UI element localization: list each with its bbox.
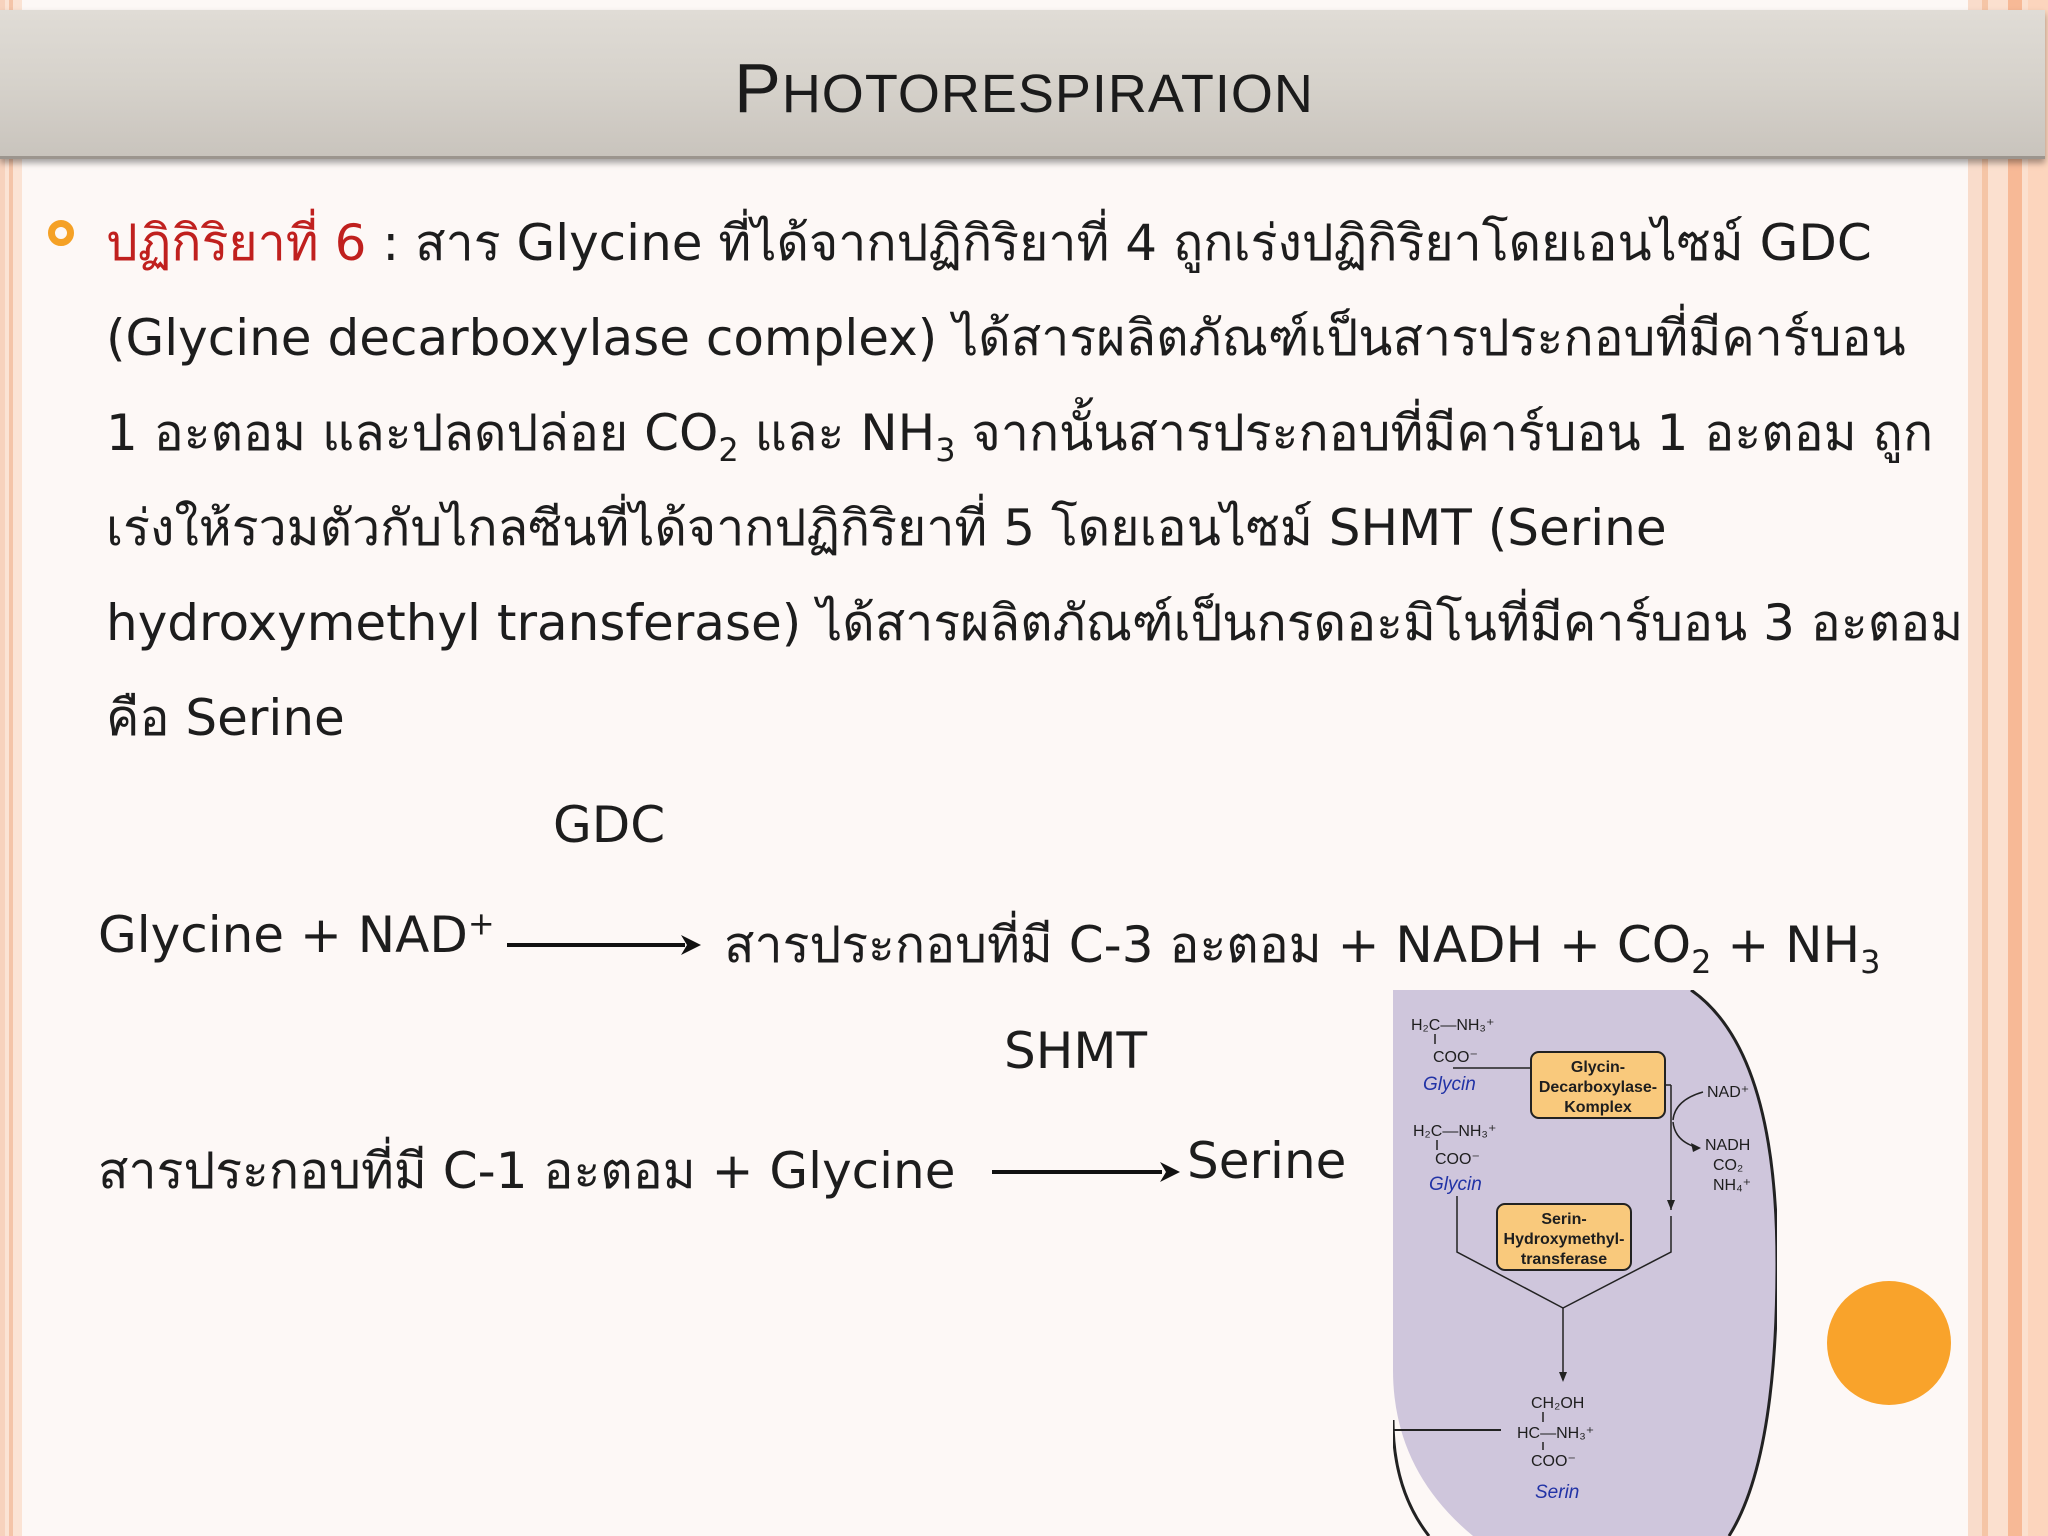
para-line-2: (Glycine decarboxylase complex) ได้สารผล… bbox=[106, 291, 1986, 386]
glycin1-label: Glycin bbox=[1423, 1074, 1476, 1095]
slide-title: PHOTORESPIRATION bbox=[0, 48, 2048, 128]
gdc-box-line2: Decarboxylase- bbox=[1539, 1079, 1657, 1096]
para-text-5: hydroxymethyl transferase) ได้สารผลิตภัณ… bbox=[106, 594, 1964, 652]
title-first-letter: P bbox=[734, 49, 782, 127]
glycin2-coo: COO⁻ bbox=[1435, 1151, 1480, 1168]
para-line-1: ปฏิกิริยาที่ 6 : สาร Glycine ที่ได้จากปฏ… bbox=[106, 196, 1986, 291]
reaction1-products-b: + NH bbox=[1711, 916, 1861, 974]
glycine-to-serine-diagram: H₂C—NH₃⁺ COO⁻ Glycin H₂C—NH₃⁺ COO⁻ Glyci… bbox=[1393, 990, 1777, 1536]
nad-input-label: NAD⁺ bbox=[1707, 1084, 1749, 1101]
shmt-box-line2: Hydroxymethyl- bbox=[1504, 1231, 1625, 1248]
left-decorative-border bbox=[0, 0, 22, 1536]
serin-label: Serin bbox=[1535, 1482, 1579, 1503]
serin-ch2oh: CH₂OH bbox=[1531, 1395, 1584, 1412]
para-text-1: : สาร Glycine ที่ได้จากปฏิกิริยาที่ 4 ถู… bbox=[366, 214, 1872, 272]
title-rest: HOTORESPIRATION bbox=[781, 64, 1314, 124]
para-text-3b: และ NH bbox=[738, 404, 936, 462]
reaction1-products-a: สารประกอบที่มี C-3 อะตอม + NADH + CO bbox=[724, 916, 1692, 974]
para-line-3: 1 อะตอม และปลดปล่อย CO2 และ NH3 จากนั้นส… bbox=[106, 386, 1986, 481]
reaction1-arrow bbox=[507, 935, 701, 955]
glycin2-formula: H₂C—NH₃⁺ bbox=[1413, 1123, 1496, 1140]
para-line-4: เร่งให้รวมตัวกับไกลซีนที่ได้จากปฏิกิริยา… bbox=[106, 481, 1986, 576]
enzyme-shmt-label: SHMT bbox=[1004, 1022, 1148, 1080]
co2-output-label: CO₂ bbox=[1713, 1157, 1743, 1174]
nad-superscript: + bbox=[467, 904, 495, 943]
nh3-product-subscript: 3 bbox=[1860, 943, 1881, 981]
nadh-output-label: NADH bbox=[1705, 1137, 1750, 1154]
gdc-box-line1: Glycin- bbox=[1571, 1059, 1625, 1076]
para-text-6: คือ Serine bbox=[106, 689, 345, 747]
para-line-6: คือ Serine bbox=[106, 671, 1986, 766]
shmt-enzyme-box bbox=[1496, 1203, 1632, 1271]
para-text-3a: 1 อะตอม และปลดปล่อย CO bbox=[106, 404, 719, 462]
glycin1-coo: COO⁻ bbox=[1433, 1049, 1478, 1066]
para-text-3c: จากนั้นสารประกอบที่มีคาร์บอน 1 อะตอม ถูก bbox=[955, 404, 1934, 462]
orange-circle-decoration bbox=[1827, 1281, 1951, 1405]
serin-coo: COO⁻ bbox=[1531, 1453, 1576, 1470]
reaction2-product: Serine bbox=[1187, 1132, 1347, 1190]
reaction2-left: สารประกอบที่มี C-1 อะตอม + Glycine bbox=[98, 1142, 956, 1200]
reaction-number-highlight: ปฏิกิริยาที่ 6 bbox=[106, 214, 367, 272]
glycin2-label: Glycin bbox=[1429, 1174, 1482, 1195]
para-text-4: เร่งให้รวมตัวกับไกลซีนที่ได้จากปฏิกิริยา… bbox=[106, 499, 1667, 557]
co2-subscript: 2 bbox=[718, 431, 739, 469]
right-decorative-border bbox=[1968, 0, 2048, 1536]
gdc-box-line3: Komplex bbox=[1564, 1099, 1632, 1116]
reaction1-reactants: Glycine + NAD bbox=[98, 906, 468, 964]
title-bar bbox=[0, 10, 2045, 159]
co2-product-subscript: 2 bbox=[1691, 943, 1712, 981]
enzyme-gdc-label: GDC bbox=[553, 796, 666, 854]
glycin1-formula: H₂C—NH₃⁺ bbox=[1411, 1017, 1494, 1034]
serin-hc-nh3: HC—NH₃⁺ bbox=[1517, 1425, 1594, 1442]
nh4-output-label: NH₄⁺ bbox=[1713, 1177, 1751, 1194]
para-text-2: (Glycine decarboxylase complex) ได้สารผล… bbox=[106, 309, 1906, 367]
para-line-5: hydroxymethyl transferase) ได้สารผลิตภัณ… bbox=[106, 576, 1986, 671]
reaction2-arrow bbox=[992, 1162, 1180, 1182]
shmt-box-line1: Serin- bbox=[1541, 1211, 1586, 1228]
shmt-box-line3: transferase bbox=[1521, 1251, 1607, 1268]
reaction1-right: สารประกอบที่มี C-3 อะตอม + NADH + CO2 + … bbox=[724, 906, 1881, 985]
reaction-description: ปฏิกิริยาที่ 6 : สาร Glycine ที่ได้จากปฏ… bbox=[106, 196, 1986, 766]
reaction1-left: Glycine + NAD+ bbox=[98, 906, 495, 964]
bullet-icon bbox=[48, 220, 74, 246]
nh3-subscript: 3 bbox=[935, 431, 956, 469]
